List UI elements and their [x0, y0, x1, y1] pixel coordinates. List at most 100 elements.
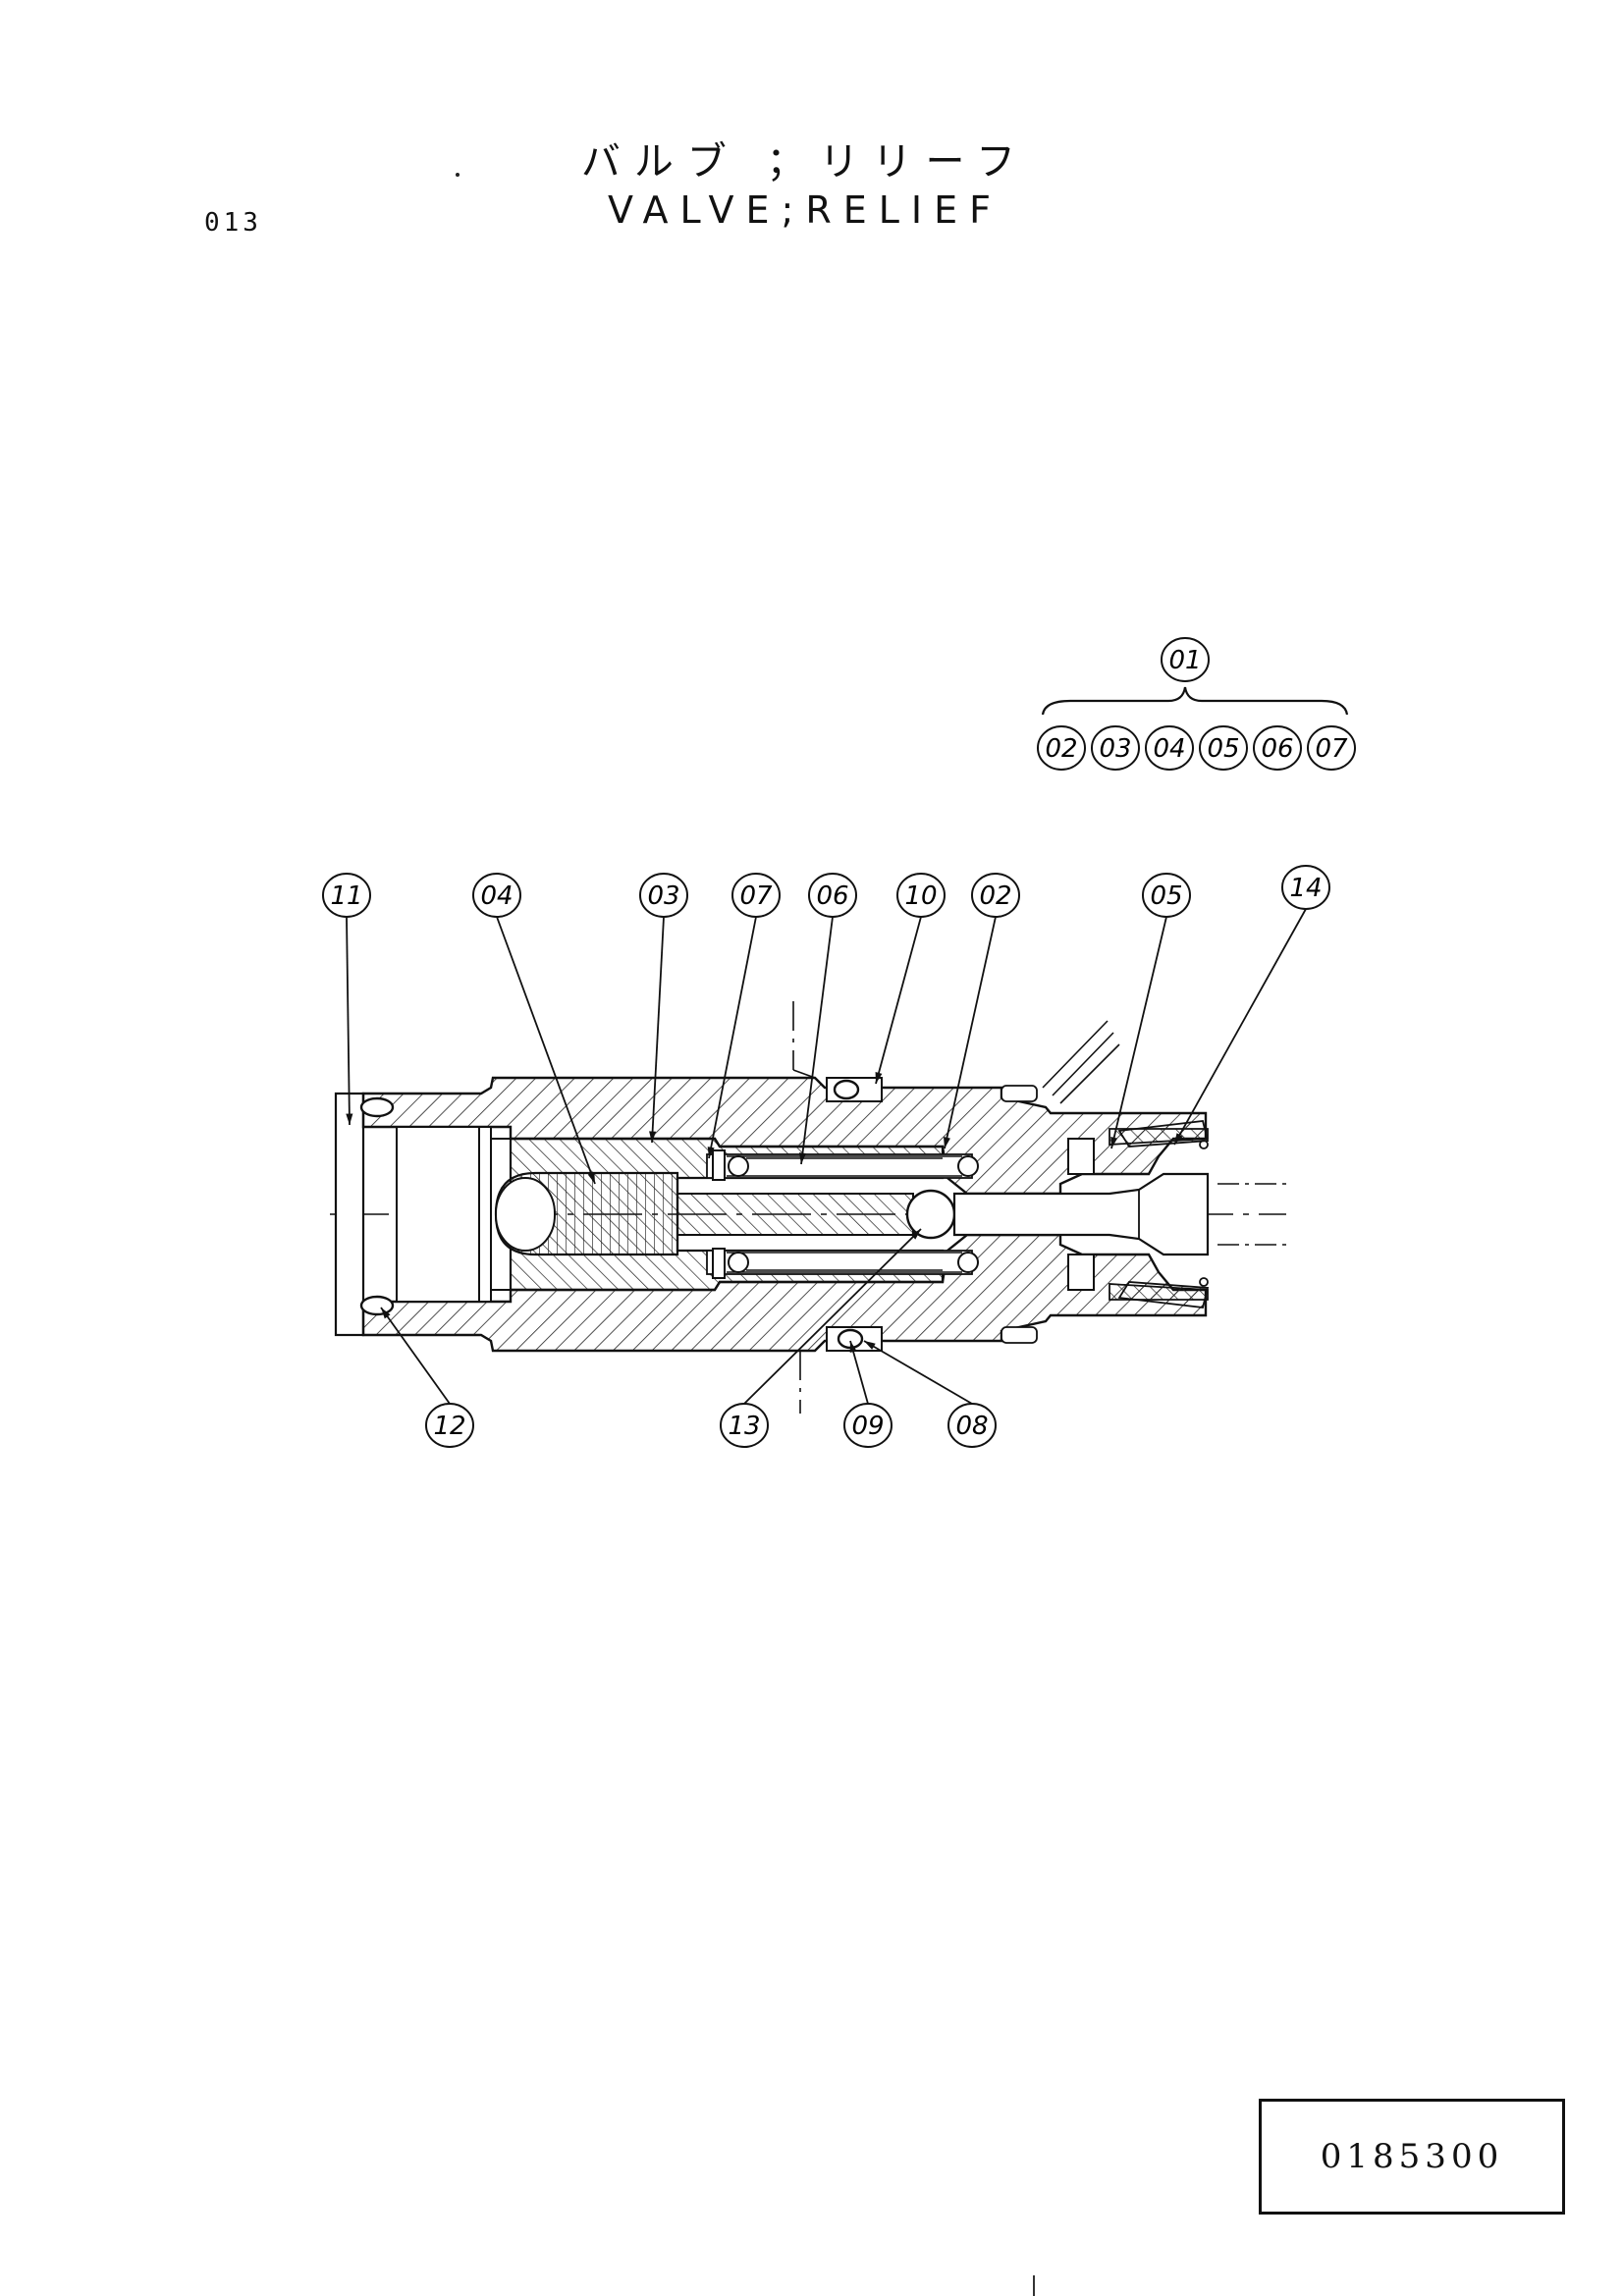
callout-label: 08: [955, 1412, 988, 1441]
callout-circle: [971, 873, 1020, 918]
callout-02: 02: [971, 873, 1020, 918]
callout-label: 13: [728, 1412, 760, 1441]
part-number-box: 0185300: [1259, 2099, 1565, 2215]
title-english: VALVE;RELIEF: [607, 188, 1003, 232]
callout-circle: [1281, 865, 1330, 910]
port-bot: [1001, 1326, 1038, 1344]
callout-circle: [720, 1403, 769, 1448]
callout-assembly-02: 02: [1037, 725, 1086, 771]
left-bore: [396, 1126, 492, 1303]
callout-label: 10: [904, 881, 937, 911]
leader-05-arrowhead: [1110, 1137, 1118, 1148]
callout-circle: [896, 873, 946, 918]
callout-label: 02: [1045, 734, 1077, 764]
poppet-rod: [676, 1193, 914, 1236]
spring-retainer-l: [712, 1149, 726, 1181]
leader-06: [800, 916, 834, 1165]
leader-10: [875, 916, 922, 1085]
leader-14-arrowhead: [1174, 1133, 1183, 1145]
leader-11-arrowhead: [346, 1113, 353, 1125]
callout-circle: [425, 1403, 474, 1448]
leader-02-arrowhead: [944, 1137, 950, 1148]
leader-04: [496, 916, 596, 1185]
o-ring-top: [833, 1079, 860, 1100]
callout-assembly-07: 07: [1307, 725, 1356, 771]
callout-label: 04: [1153, 734, 1185, 764]
callout-14: 14: [1281, 865, 1330, 910]
callout-12: 12: [425, 1403, 474, 1448]
callout-06: 06: [808, 873, 857, 918]
stray-dot: [456, 173, 460, 177]
leader-12: [380, 1307, 451, 1405]
port-top: [1001, 1085, 1038, 1102]
callout-label: 07: [1315, 734, 1348, 764]
lock-nut-bot: [1067, 1254, 1095, 1291]
leader-12-arrowhead: [381, 1308, 391, 1319]
leader-07-arrowhead: [707, 1147, 715, 1158]
callout-assembly-06: 06: [1253, 725, 1302, 771]
callout-circle: [1037, 725, 1086, 771]
left-seal-bot: [359, 1295, 395, 1316]
lock-nut-top: [1067, 1138, 1095, 1175]
callout-label: 09: [851, 1412, 884, 1441]
pin-top: [1199, 1140, 1209, 1149]
callout-assembly-03: 03: [1091, 725, 1140, 771]
callout-circle: [1307, 725, 1356, 771]
callout-assembly-04: 04: [1145, 725, 1194, 771]
callout-label: 06: [1261, 734, 1293, 764]
end-cap-14-lower: [1117, 1281, 1210, 1308]
callout-circle: [1253, 725, 1302, 771]
callout-label: 02: [979, 881, 1011, 911]
callout-circle: [843, 1403, 893, 1448]
callout-09: 09: [843, 1403, 893, 1448]
leader-03: [651, 916, 665, 1144]
spring-lower: [727, 1252, 962, 1273]
spring-retainer-l2: [712, 1248, 726, 1279]
callout-03: 03: [639, 873, 688, 918]
leader-08-arrowhead: [864, 1341, 876, 1350]
callout-label: 14: [1289, 874, 1322, 903]
leader-09-arrowhead: [849, 1341, 857, 1353]
callout-07: 07: [731, 873, 781, 918]
leader-13-arrowhead: [910, 1229, 921, 1240]
edge-tick: [1033, 2275, 1035, 2296]
callout-circle: [1199, 725, 1248, 771]
leader-14: [1173, 908, 1307, 1146]
callout-05: 05: [1142, 873, 1191, 918]
callout-10: 10: [896, 873, 946, 918]
pin-bot: [1199, 1277, 1209, 1287]
callout-label: 03: [647, 881, 679, 911]
title-japanese: バルブ ；リリーフ: [580, 139, 1030, 185]
callout-label: 04: [480, 881, 513, 911]
leader-10-arrowhead: [875, 1072, 883, 1084]
leader-06-arrowhead: [798, 1152, 806, 1164]
callout-circle: [322, 873, 371, 918]
callout-label: 06: [816, 881, 848, 911]
spring-upper: [727, 1155, 962, 1177]
spring-seat-ul: [728, 1155, 749, 1177]
check-ball: [905, 1189, 956, 1240]
callout-11: 11: [322, 873, 371, 918]
callout-label: 12: [433, 1412, 465, 1441]
callout-circle: [472, 873, 521, 918]
leader-05: [1110, 916, 1167, 1149]
assembly-parent-label: 01: [1168, 646, 1201, 675]
callout-assembly-05: 05: [1199, 725, 1248, 771]
assembly-callout: 01 02 03 04 05 06 07: [1037, 637, 1356, 771]
spring-seat-lr: [957, 1252, 979, 1273]
callout-circle: [1142, 873, 1191, 918]
assembly-brace: [1041, 686, 1349, 716]
leader-07: [708, 916, 757, 1159]
end-cap-14-upper: [1117, 1120, 1210, 1148]
end-plate: [334, 1092, 365, 1337]
spring-seat-ll: [728, 1252, 749, 1273]
callout-circle: [947, 1403, 997, 1448]
callout-label: 11: [330, 881, 362, 911]
pipe-stub: [1042, 1020, 1120, 1104]
callout-label: 07: [739, 881, 773, 911]
spring-seat-ur: [957, 1155, 979, 1177]
valve-cross-section: [330, 1001, 1286, 1414]
part-number: 0185300: [1320, 2137, 1504, 2176]
callout-circle: [1145, 725, 1194, 771]
